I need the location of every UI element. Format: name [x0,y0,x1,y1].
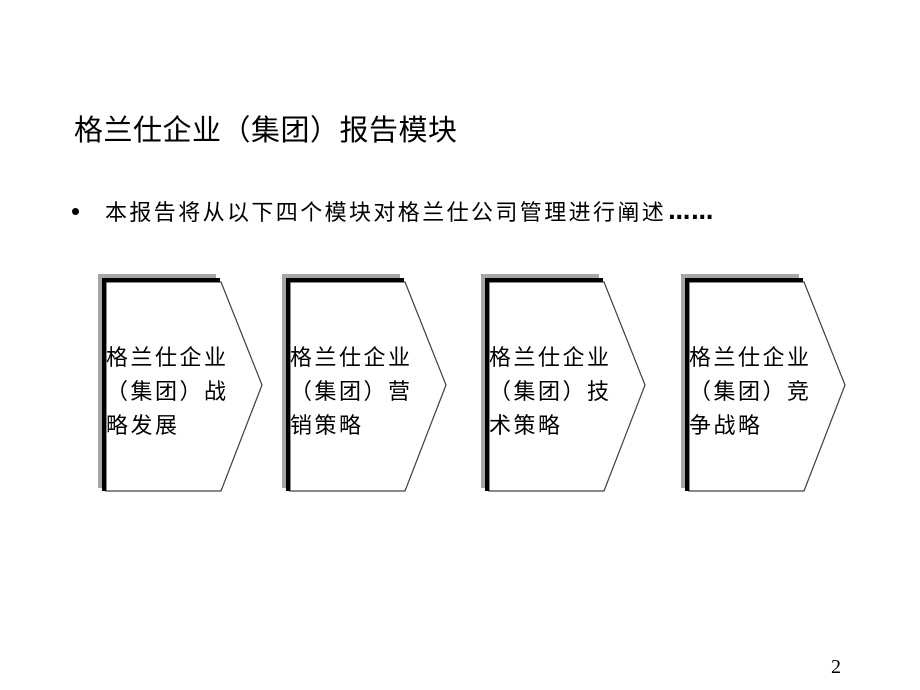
module-label: 格兰仕企业（集团）战略发展 [106,346,229,439]
bullet-text: 本报告将从以下四个模块对格兰仕公司管理进行阐述 [105,201,667,226]
module-label: 格兰仕企业（集团）竞争战略 [689,346,812,439]
page-number: 2 [831,656,841,678]
module-card-technology: 格兰仕企业（集团）技术策略 [479,270,654,500]
module-card-marketing: 格兰仕企业（集团）营销策略 [280,270,455,500]
module-label: 格兰仕企业（集团）营销策略 [290,346,413,439]
slide-title: 格兰仕企业（集团）报告模块 [74,113,458,147]
chevron-pentagon-icon [98,274,263,492]
bullet-dot-icon [72,207,79,215]
bullet-item: 本报告将从以下四个模块对格兰仕公司管理进行阐述 …… [66,194,714,228]
chevron-pentagon-icon [681,274,846,492]
module-card-competition: 格兰仕企业（集团）竞争战略 [679,270,854,500]
chevron-pentagon-icon [481,274,646,492]
module-card-strategy: 格兰仕企业（集团）战略发展 [96,270,271,500]
chevron-pentagon-icon [282,274,447,492]
module-label: 格兰仕企业（集团）技术策略 [489,346,612,439]
bullet-ellipsis: …… [668,199,715,225]
